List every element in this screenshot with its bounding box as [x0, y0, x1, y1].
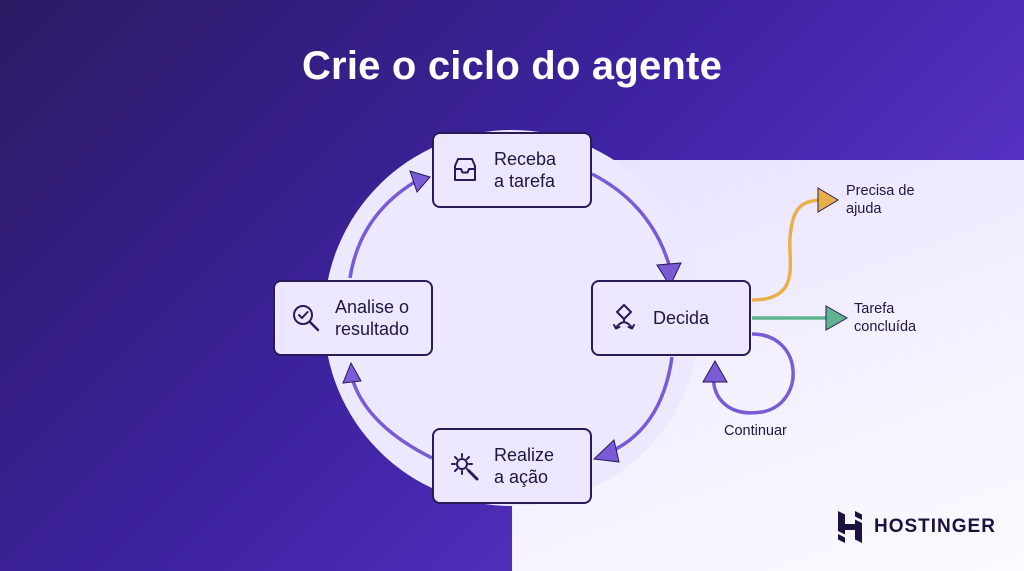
arrow-head-receive [409, 170, 431, 193]
arrow-head-continue [702, 359, 728, 383]
page-title: Crie o ciclo do agente [301, 44, 723, 88]
arrow-continue [712, 332, 795, 415]
brand-name: HOSTINGER [874, 516, 996, 537]
branch-continue-label: Continuar [724, 423, 787, 439]
branch-done-line2: concluída [854, 319, 917, 335]
search-check-icon [289, 301, 323, 335]
node-decide-label: Decida [653, 308, 710, 328]
node-act-line1: Realize [494, 445, 555, 465]
arrow-analyze-to-receive [348, 178, 419, 279]
arrow-head-act [592, 439, 620, 463]
branch-done-line1: Tarefa [854, 301, 895, 317]
branch-help-label: Precisa de ajuda [846, 182, 915, 218]
branch-help-line1: Precisa de [846, 183, 915, 199]
arrow-act-to-analyze [350, 377, 433, 460]
decision-icon [607, 301, 641, 335]
arrow-head-decide [656, 262, 682, 288]
node-analyze-line1: Analise o [335, 297, 410, 317]
node-receive-line1: Receba [494, 149, 557, 169]
node-analyze-line2: resultado [335, 319, 410, 339]
hostinger-logo: HOSTINGER [836, 510, 996, 544]
arrow-head-analyze [342, 361, 362, 384]
cycle-circle [324, 130, 700, 506]
node-receive-line2: a tarefa [494, 171, 556, 191]
inbox-icon [448, 153, 482, 187]
arrow-receive-to-decide [591, 172, 672, 269]
node-decide: Decida [591, 280, 751, 356]
node-receive-task: Receba a tarefa [432, 132, 592, 208]
branch-help-line2: ajuda [846, 201, 882, 217]
node-analyze-result: Analise o resultado [273, 280, 433, 356]
gear-wrench-icon [448, 449, 482, 483]
arrow-head-done [825, 305, 849, 331]
arrow-head-help [817, 187, 839, 213]
arrow-help [751, 198, 823, 302]
node-act-line2: a ação [494, 467, 549, 487]
arrow-decide-to-act [609, 356, 674, 454]
node-take-action: Realize a ação [432, 428, 592, 504]
branch-done-label: Tarefa concluída [854, 300, 916, 336]
hostinger-logo-icon [838, 511, 862, 543]
